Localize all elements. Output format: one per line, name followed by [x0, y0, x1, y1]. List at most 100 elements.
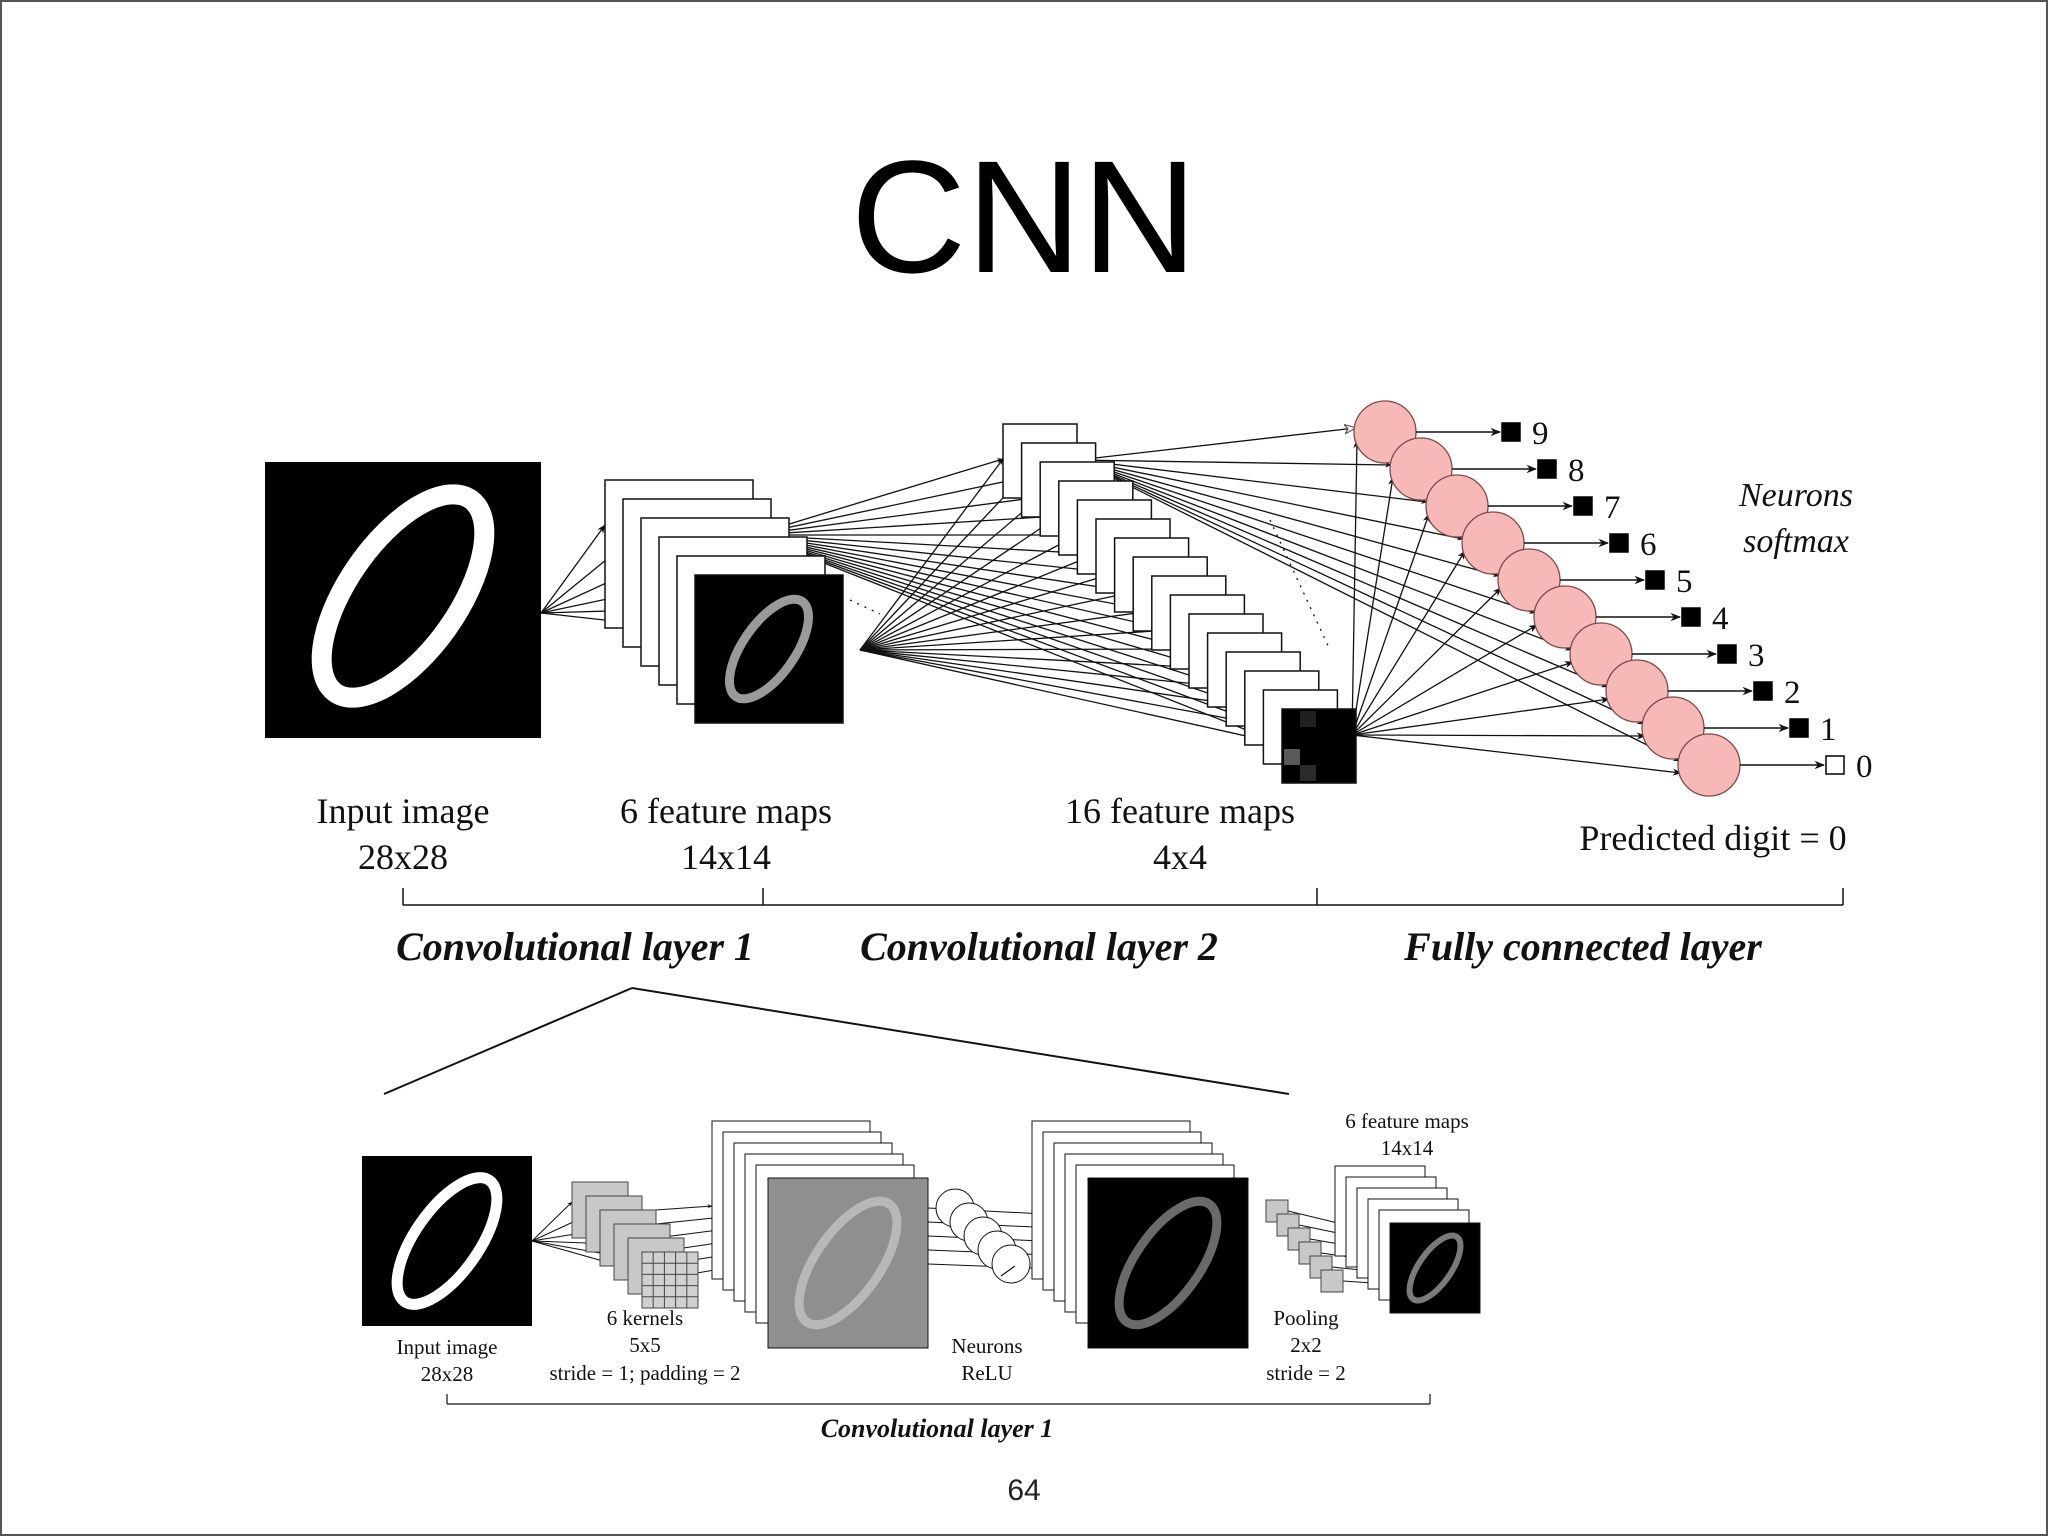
output-digit: 8	[1568, 453, 1585, 489]
detail-arrow	[531, 1201, 573, 1242]
arrow-conv2-to-neuron	[1351, 550, 1466, 736]
arrow-conv1-to-conv2	[752, 495, 1041, 536]
neurons-line2: ReLU	[961, 1361, 1012, 1385]
arrow-conv1-to-conv2	[752, 534, 1227, 688]
arrow-conv1-to-conv2	[859, 649, 1227, 689]
output-square	[1573, 496, 1593, 516]
arrow-conv2-to-neuron	[1351, 732, 1646, 740]
detail-arrow	[655, 1204, 713, 1211]
output-square	[1501, 422, 1521, 442]
activation-digit	[1114, 1196, 1222, 1330]
arrow-conv1-to-conv2	[859, 590, 1134, 651]
arrow-conv1-to-conv2	[859, 649, 1283, 746]
arrow-conv1-to-conv2	[752, 534, 1116, 575]
arrow-conv2-to-neuron	[1351, 587, 1502, 736]
arrow-conv1-to-conv2	[752, 534, 1190, 651]
relu-curve	[1000, 1265, 1016, 1277]
arrow-conv1-to-conv2	[752, 534, 1153, 613]
kernels-line2: 5x5	[629, 1333, 661, 1357]
kernel-stack	[571, 1181, 699, 1309]
activation-map-final	[1087, 1177, 1249, 1349]
slide-title: CNN	[851, 127, 1198, 306]
conv-output-map-final	[767, 1177, 929, 1349]
output-digit: 2	[1784, 675, 1801, 711]
arrow-input-to-conv1	[540, 524, 606, 614]
output-square	[1537, 459, 1557, 479]
conv1-map-final	[694, 574, 844, 724]
output-square	[1753, 681, 1773, 701]
pooling-line1: Pooling	[1273, 1306, 1339, 1330]
arrow-conv2-to-neuron	[1077, 459, 1392, 468]
arrow-conv2-to-neuron	[1351, 734, 1682, 776]
conv2-maps-label: 16 feature maps	[1065, 791, 1295, 831]
dotted-line	[849, 599, 881, 615]
arrow-conv1-to-conv2	[752, 458, 1004, 536]
activation-stack	[1031, 1120, 1249, 1349]
arrow-conv1-to-conv2	[859, 627, 1172, 651]
page-number: 64	[1007, 1474, 1040, 1507]
arrow-conv1-to-conv2	[752, 534, 1134, 594]
detail-input-size: 28x28	[421, 1362, 474, 1386]
arrow-conv1-to-conv2	[859, 649, 1265, 727]
arrow-conv1-to-conv2	[752, 534, 1172, 632]
arrow-conv1-to-conv2	[752, 534, 1246, 707]
section-bracket	[402, 888, 1844, 906]
arrow-conv1-to-conv2	[859, 649, 1209, 671]
conv1-map-digit	[724, 594, 814, 704]
output-digit: 9	[1532, 416, 1549, 452]
arrow-conv1-to-conv2	[859, 534, 1078, 651]
section-conv1: Convolutional layer 1	[396, 924, 754, 969]
output-square	[1681, 607, 1701, 627]
output-digit: 6	[1640, 527, 1657, 563]
detail-diagram: Input image 28x28 6 kernels 5x5 stride =…	[362, 1109, 1481, 1443]
neurons-note-line1: Neurons	[1738, 477, 1853, 514]
conv-output-stack	[711, 1120, 929, 1349]
output-square	[1645, 570, 1665, 590]
arrow-conv2-to-neuron	[1351, 513, 1430, 736]
arrow-conv1-to-conv2	[859, 477, 1023, 651]
arrow-conv1-to-conv2	[752, 534, 1265, 726]
arrow-conv2-to-neuron	[1077, 428, 1355, 461]
conv2-pixel	[1300, 711, 1316, 727]
arrow-conv1-to-conv2	[859, 496, 1041, 651]
arrow-conv2-to-neuron	[1351, 476, 1396, 736]
predicted-digit-label: Predicted digit = 0	[1579, 818, 1846, 858]
arrow-conv2-to-neuron	[1077, 459, 1428, 504]
output-square	[1717, 644, 1737, 664]
detail-bracket	[446, 1394, 1431, 1405]
detail-section-label: Convolutional layer 1	[821, 1414, 1054, 1443]
relu-neuron	[991, 1244, 1031, 1284]
output-digit: 0	[1856, 749, 1873, 785]
conv1-maps-label: 6 feature maps	[620, 791, 832, 831]
neurons-note-line2: softmax	[1743, 523, 1849, 560]
kernels-line3: stride = 1; padding = 2	[549, 1361, 740, 1385]
conv2-feature-map-stack	[1002, 423, 1357, 784]
conv1-maps-size: 14x14	[681, 837, 771, 877]
output-square-selected	[1825, 755, 1845, 775]
output-map-final	[1389, 1222, 1481, 1314]
arrow-conv2-to-neuron	[1077, 459, 1536, 614]
pooling-line2: 2x2	[1290, 1333, 1322, 1357]
arrow-conv2-to-neuron	[1077, 459, 1644, 725]
arrow-conv1-to-conv2	[752, 513, 1060, 536]
input-image	[265, 462, 541, 738]
conv2-maps-size: 4x4	[1153, 837, 1207, 877]
conv-output-digit	[794, 1196, 902, 1330]
output-square	[1789, 718, 1809, 738]
arrow-conv2-to-neuron	[1077, 459, 1500, 577]
arrow-conv2-to-neuron	[1077, 459, 1464, 541]
softmax-neurons	[1353, 400, 1741, 797]
arrow-conv2-to-neuron	[1077, 459, 1572, 651]
pooling-line3: stride = 2	[1266, 1361, 1346, 1385]
neurons-line1: Neurons	[951, 1334, 1022, 1358]
input-image-label: Input image	[317, 791, 490, 831]
section-fc: Fully connected layer	[1403, 924, 1762, 969]
section-conv2: Convolutional layer 2	[860, 924, 1218, 969]
arrow-conv2-to-neuron	[1351, 439, 1361, 736]
relu-neurons	[935, 1188, 1031, 1284]
arrow-conv1-to-conv2	[859, 553, 1097, 651]
output-digit: 7	[1604, 490, 1621, 526]
neuron	[1677, 733, 1741, 797]
output-digit-shape	[1406, 1232, 1464, 1304]
